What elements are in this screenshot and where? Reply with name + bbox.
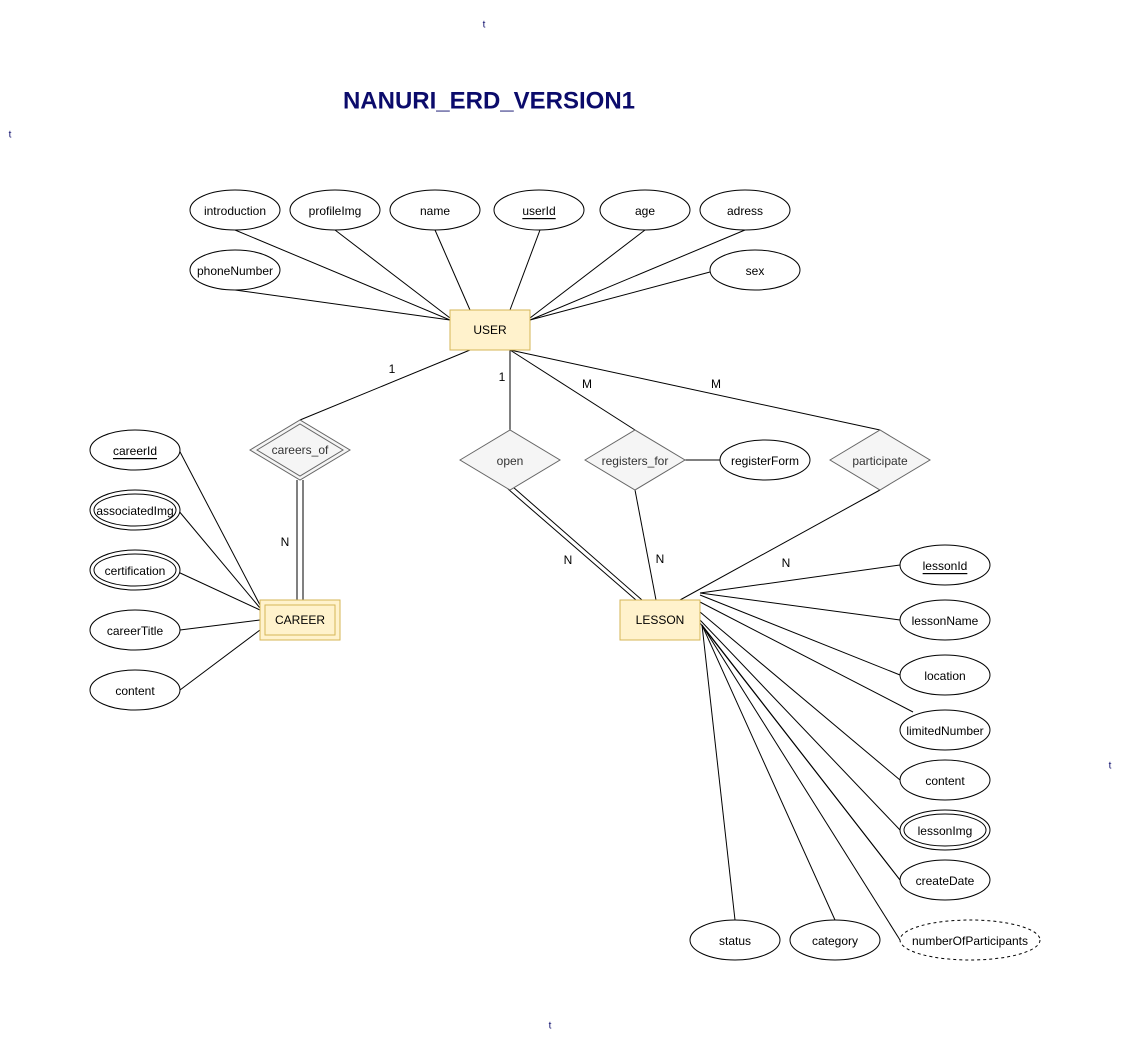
attribute-adress[interactable]: adress [699,189,791,231]
attribute-label: careerId [113,444,157,458]
attribute-name[interactable]: name [389,189,481,231]
relationship-careers-of[interactable]: careers_of [249,419,351,481]
attribute-category[interactable]: category [789,919,881,961]
attribute-label: name [420,204,450,218]
relationship-label: registers_for [602,454,669,468]
marker: t [9,130,12,141]
cardinality-label: N [656,552,665,566]
attribute-label: associatedImg [96,504,173,518]
attribute-lessonId-key[interactable]: lessonId [899,544,991,586]
entity-user[interactable]: USER [449,309,531,351]
attribute-registerForm[interactable]: registerForm [719,439,811,481]
attribute-lessonImg-multivalued[interactable]: lessonImg [899,809,991,851]
attribute-associatedImg-multivalued[interactable]: associatedImg [89,489,181,531]
cardinality-label: N [281,535,290,549]
attribute-label: profileImg [309,204,362,218]
entity-label: CAREER [275,613,325,627]
marker: t [1109,761,1112,772]
attribute-label: lessonId [923,559,968,573]
attribute-limitedNumber[interactable]: limitedNumber [899,709,991,751]
relationship-label: participate [852,454,908,468]
entity-label: USER [473,323,507,337]
cardinality-label: M [582,377,592,391]
attribute-phoneNumber[interactable]: phoneNumber [189,249,281,291]
attribute-label: introduction [204,204,266,218]
attribute-age[interactable]: age [599,189,691,231]
attribute-career-content[interactable]: content [89,669,181,711]
relationship-open[interactable]: open [459,429,561,491]
attribute-label: sex [746,264,765,278]
entity-label: LESSON [636,613,685,627]
attribute-label: location [924,669,965,683]
attribute-status[interactable]: status [689,919,781,961]
attribute-certification-multivalued[interactable]: certification [89,549,181,591]
attribute-label: status [719,934,751,948]
attribute-label: lessonImg [918,824,973,838]
attribute-label: adress [727,204,763,218]
cardinality-label: N [782,556,791,570]
attribute-sex[interactable]: sex [709,249,801,291]
attribute-careerTitle[interactable]: careerTitle [89,609,181,651]
cardinality-label: 1 [499,370,506,384]
relationship-label: open [497,454,524,468]
attribute-careerId-key[interactable]: careerId [89,429,181,471]
attribute-userId-key[interactable]: userId [493,189,585,231]
attribute-label: numberOfParticipants [912,934,1028,948]
attribute-label: lessonName [912,614,979,628]
marker: t [549,1021,552,1032]
attribute-lesson-content[interactable]: content [899,759,991,801]
relationship-participate[interactable]: participate [829,429,931,491]
cardinality-label: N [564,553,573,567]
entity-lesson[interactable]: LESSON [619,599,701,641]
relationship-label: careers_of [272,443,329,457]
attribute-label: content [925,774,965,788]
entity-career[interactable]: CAREER [259,599,341,641]
attribute-label: certification [105,564,166,578]
cardinality-label: M [711,377,721,391]
attribute-label: phoneNumber [197,264,273,278]
relationship-registers-for[interactable]: registers_for [584,429,686,491]
diagram-title: NANURI_ERD_VERSION1 [343,88,635,115]
attribute-createDate[interactable]: createDate [899,859,991,901]
attribute-label: registerForm [731,454,799,468]
attribute-lessonName[interactable]: lessonName [899,599,991,641]
cardinality-label: 1 [389,362,396,376]
marker: t [483,20,486,31]
attribute-introduction[interactable]: introduction [189,189,281,231]
attribute-numberOfParticipants-derived[interactable]: numberOfParticipants [899,919,1041,961]
attribute-profileImg[interactable]: profileImg [289,189,381,231]
attribute-label: userId [522,204,555,218]
attribute-label: createDate [916,874,975,888]
attribute-label: limitedNumber [906,724,983,738]
attribute-label: age [635,204,655,218]
attribute-label: category [812,934,858,948]
connectors [177,229,914,941]
attribute-label: content [115,684,155,698]
attribute-label: careerTitle [107,624,164,638]
attribute-location[interactable]: location [899,654,991,696]
